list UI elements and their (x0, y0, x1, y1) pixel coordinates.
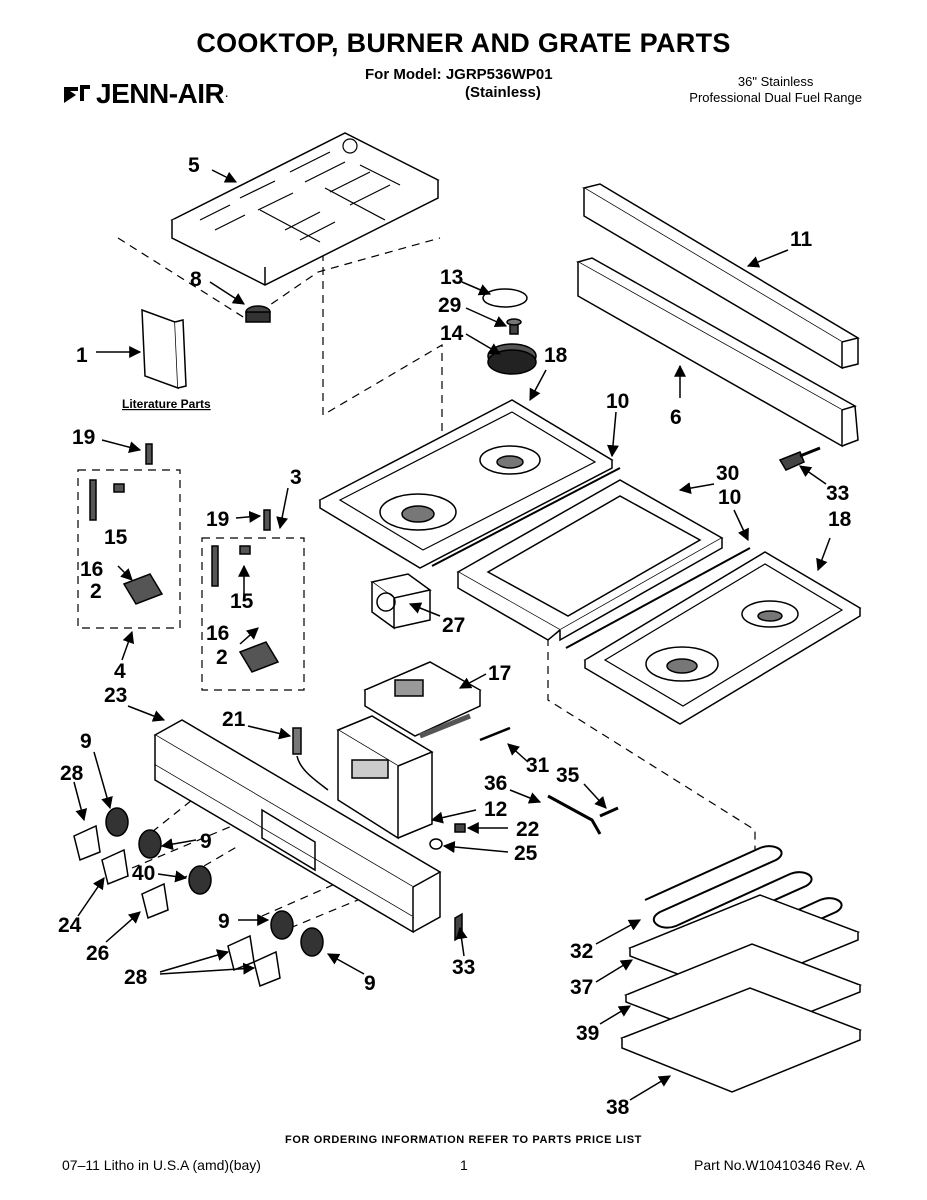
callout-9c: 9 (218, 910, 230, 933)
callout-15a: 15 (104, 526, 128, 549)
callout-17: 17 (488, 662, 511, 685)
page-number: 1 (460, 1157, 468, 1173)
callout-18b: 18 (828, 508, 852, 531)
callout-31: 31 (526, 754, 550, 777)
model-description: 36" Stainless Professional Dual Fuel Ran… (689, 74, 862, 106)
logo-dot: . (225, 88, 228, 100)
model-variant: (Stainless) (465, 84, 541, 101)
model-line: For Model: JGRP536WP01 (365, 66, 553, 83)
ordering-note: FOR ORDERING INFORMATION REFER TO PARTS … (285, 1134, 642, 1146)
callout-13: 13 (440, 266, 463, 289)
callout-40: 40 (132, 862, 155, 885)
description-line-2: Professional Dual Fuel Range (689, 90, 862, 105)
callout-25: 25 (514, 842, 538, 865)
callout-15b: 15 (230, 590, 254, 613)
callout-11: 11 (790, 228, 813, 251)
callout-35: 35 (556, 764, 580, 787)
callout-28a: 28 (60, 762, 84, 785)
callout-numbers: 5 8 1 19 15 16 2 4 3 19 15 16 2 13 29 14… (58, 154, 852, 1119)
callout-9d: 9 (364, 972, 376, 995)
control-board (363, 661, 482, 737)
page-title: COOKTOP, BURNER AND GRATE PARTS (196, 28, 731, 58)
callout-28b: 28 (124, 966, 148, 989)
litho-info: 07–11 Litho in U.S.A (amd)(bay) (62, 1157, 261, 1173)
callout-10b: 10 (718, 486, 741, 509)
callout-33a: 33 (826, 482, 849, 505)
brand-name: JENN-AIR (96, 78, 225, 109)
callout-arrows (73, 169, 831, 1101)
fan-module (370, 573, 432, 630)
callout-30: 30 (716, 462, 739, 485)
knobs-and-bezels (73, 807, 324, 988)
callout-5: 5 (188, 154, 200, 177)
igniter-switch (292, 727, 329, 791)
callout-24: 24 (58, 914, 82, 937)
callout-14: 14 (440, 322, 464, 345)
callout-19a: 19 (72, 426, 95, 449)
literature-label: Literature Parts (122, 397, 211, 411)
screw-part (778, 446, 821, 471)
callout-9b: 9 (200, 830, 212, 853)
callout-12: 12 (484, 798, 507, 821)
callout-22: 22 (516, 818, 539, 841)
callout-21: 21 (222, 708, 246, 731)
callout-18a: 18 (544, 344, 568, 367)
callout-38: 38 (606, 1096, 630, 1119)
callout-1: 1 (76, 344, 88, 367)
burner-tray-left (318, 399, 614, 569)
grate-foot-part (245, 305, 271, 323)
jenn-air-logo-icon (64, 85, 90, 103)
callout-2b: 2 (216, 646, 228, 669)
literature-parts (141, 308, 187, 390)
valve-assemblies (89, 443, 280, 673)
heating-element (644, 845, 843, 965)
callout-19b: 19 (206, 508, 229, 531)
callout-37: 37 (570, 976, 593, 999)
brand-logo: JENN-AIR. (62, 78, 228, 110)
drip-trays (619, 894, 863, 1093)
description-line-1: 36" Stainless (737, 74, 814, 89)
burner-cap-parts (482, 288, 537, 375)
burner-tray-right (583, 551, 862, 725)
callout-36: 36 (484, 772, 507, 795)
callout-16a: 16 (80, 558, 103, 581)
callout-4: 4 (114, 660, 126, 683)
griddle-part (456, 479, 724, 642)
grate-part (170, 132, 440, 286)
callout-29: 29 (438, 294, 461, 317)
callout-8: 8 (190, 268, 202, 291)
callout-27: 27 (442, 614, 465, 637)
callout-6: 6 (670, 406, 682, 429)
gasket-strips (431, 467, 751, 649)
callout-2a: 2 (90, 580, 102, 603)
callout-23: 23 (104, 684, 127, 707)
control-panel (153, 719, 442, 934)
control-housing (336, 713, 471, 840)
callout-26: 26 (86, 942, 109, 965)
callout-3: 3 (290, 466, 302, 489)
callout-9a: 9 (80, 730, 92, 753)
callout-32: 32 (570, 940, 593, 963)
callout-10a: 10 (606, 390, 629, 413)
callout-16b: 16 (206, 622, 229, 645)
callout-33b: 33 (452, 956, 475, 979)
backguard-parts (576, 183, 860, 448)
part-number: Part No.W10410346 Rev. A (694, 1157, 865, 1173)
callout-39: 39 (576, 1022, 599, 1045)
